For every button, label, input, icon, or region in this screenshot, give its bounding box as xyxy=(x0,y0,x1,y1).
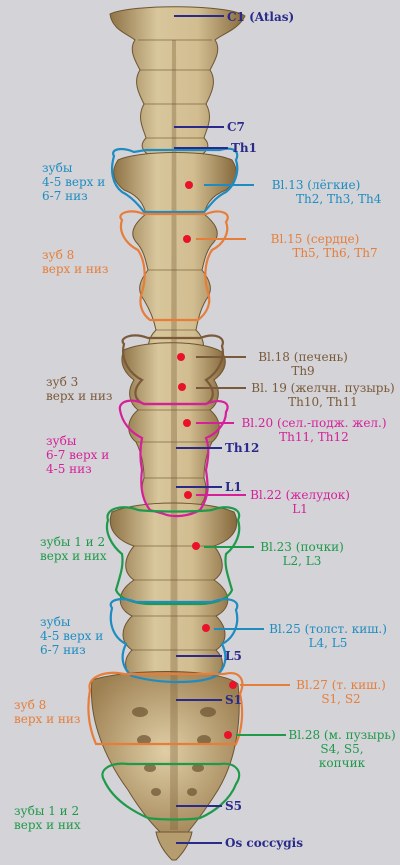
teeth-group-7-line-1: зуб 8 xyxy=(14,698,47,712)
point-bl15-vertebrae: Th5, Th6, Th7 xyxy=(292,246,378,260)
point-bl15-name: Bl.15 (сердце) xyxy=(270,232,360,246)
label-s1: S1 xyxy=(225,693,243,707)
point-bl20-vertebrae: Th11, Th12 xyxy=(279,430,349,444)
dot-bl25 xyxy=(202,624,210,632)
teeth-group-4-line-1: зубы xyxy=(46,434,77,448)
point-bl13: Bl.13 (лёгкие) Th2, Th3, Th4 xyxy=(256,178,382,206)
label-c1: C1 (Atlas) xyxy=(227,10,295,24)
orange-region-sacrum xyxy=(87,671,244,746)
point-bl13-vertebrae: Th2, Th3, Th4 xyxy=(296,192,382,206)
point-bl27-name: Bl.27 (т. киш.) xyxy=(296,678,386,692)
teeth-group-4-line-3: 4-5 низ xyxy=(46,462,92,476)
point-bl22: Bl.22 (желудок) L1 xyxy=(248,488,352,516)
teeth-group-6: зубы 4-5 верх и 6-7 низ xyxy=(40,615,103,657)
teeth-group-3-line-2: верх и низ xyxy=(46,389,113,403)
teeth-group-1-line-1: зубы xyxy=(42,161,73,175)
point-bl28: Bl.28 (м. пузырь) S4, S5, копчик xyxy=(288,728,396,770)
point-bl19-vertebrae: Th10, Th11 xyxy=(288,395,358,409)
teeth-group-2-line-2: верх и низ xyxy=(42,262,109,276)
teeth-group-4: зубы 6-7 верх и 4-5 низ xyxy=(46,434,109,476)
teeth-group-3-line-1: зуб 3 xyxy=(46,375,79,389)
dot-bl23 xyxy=(192,542,200,550)
teeth-group-8-line-2: верх и них xyxy=(14,818,81,832)
teeth-group-1-line-3: 6-7 низ xyxy=(42,189,88,203)
point-bl18-name: Bl.18 (печень) xyxy=(258,350,348,364)
point-bl23-name: Bl.23 (почки) xyxy=(260,540,344,554)
label-l1: L1 xyxy=(225,480,242,494)
acupoint-dots xyxy=(177,181,237,739)
point-bl25: Bl.25 (толст. киш.) L4, L5 xyxy=(266,622,390,650)
teeth-group-8-line-1: зубы 1 и 2 xyxy=(14,804,80,818)
teeth-group-5-line-2: верх и них xyxy=(40,549,107,563)
label-l5: L5 xyxy=(225,649,242,663)
dot-bl22 xyxy=(184,491,192,499)
dot-bl18 xyxy=(177,353,185,361)
point-bl25-vertebrae: L4, L5 xyxy=(308,636,348,650)
point-bl23: Bl.23 (почки) L2, L3 xyxy=(256,540,348,568)
point-bl18-vertebrae: Th9 xyxy=(291,364,315,378)
label-c7: C7 xyxy=(227,120,245,134)
teeth-group-1-line-2: 4-5 верх и xyxy=(42,175,106,189)
point-bl18: Bl.18 (печень) Th9 xyxy=(248,350,358,378)
dot-bl15 xyxy=(183,235,191,243)
leader-lines xyxy=(174,15,290,844)
label-coccyx: Os coccygis xyxy=(225,836,303,850)
teeth-group-2: зуб 8 верх и низ xyxy=(42,248,108,276)
dot-bl13 xyxy=(185,181,193,189)
point-bl20-name: Bl.20 (сел.-подж. жел.) xyxy=(241,416,387,430)
teeth-group-6-line-1: зубы xyxy=(40,615,71,629)
teeth-group-7-line-2: верх и низ xyxy=(14,712,81,726)
vertebral-column xyxy=(90,6,246,861)
teal-region-lower xyxy=(109,598,239,684)
point-bl28-name: Bl.28 (м. пузырь) xyxy=(288,728,396,742)
point-bl27-vertebrae: S1, S2 xyxy=(321,692,361,706)
teeth-group-8: зубы 1 и 2 верх и них xyxy=(14,804,81,832)
point-bl22-vertebrae: L1 xyxy=(292,502,308,516)
point-bl15: Bl.15 (сердце) Th5, Th6, Th7 xyxy=(250,232,380,260)
teeth-group-3: зуб 3 верх и низ xyxy=(46,375,112,403)
teeth-group-2-line-1: зуб 8 xyxy=(42,248,75,262)
point-bl19: Bl. 19 (желчн. пузырь) Th10, Th11 xyxy=(248,381,398,409)
dot-bl28 xyxy=(224,731,232,739)
teeth-group-6-line-2: 4-5 верх и xyxy=(40,629,104,643)
point-bl20: Bl.20 (сел.-подж. жел.) Th11, Th12 xyxy=(236,416,392,444)
point-bl25-name: Bl.25 (толст. киш.) xyxy=(269,622,387,636)
magenta-region xyxy=(118,399,229,518)
point-bl23-vertebrae: L2, L3 xyxy=(282,554,322,568)
point-bl28-vertebrae: S4, S5, xyxy=(320,742,364,756)
label-s5: S5 xyxy=(225,799,243,813)
green-region-sacrum xyxy=(101,762,241,821)
point-bl22-name: Bl.22 (желудок) xyxy=(250,488,350,502)
point-bl13-name: Bl.13 (лёгкие) xyxy=(271,178,361,192)
teal-region-upper xyxy=(111,147,239,214)
teeth-group-5-line-1: зубы 1 и 2 xyxy=(40,535,106,549)
point-bl19-name: Bl. 19 (желчн. пузырь) xyxy=(251,381,395,395)
dot-bl20 xyxy=(183,419,191,427)
region-outlines xyxy=(87,147,244,821)
dot-bl27 xyxy=(229,681,237,689)
green-region-lumbar xyxy=(105,506,241,606)
teeth-group-5: зубы 1 и 2 верх и них xyxy=(40,535,107,563)
teeth-group-1: зубы 4-5 верх и 6-7 низ xyxy=(42,161,105,203)
label-th12: Th12 xyxy=(225,441,260,455)
point-bl27: Bl.27 (т. киш.) S1, S2 xyxy=(292,678,390,706)
orange-region-upper xyxy=(119,210,229,322)
teeth-group-4-line-2: 6-7 верх и xyxy=(46,448,110,462)
teeth-group-6-line-3: 6-7 низ xyxy=(40,643,86,657)
label-th1: Th1 xyxy=(231,141,258,155)
dot-bl19 xyxy=(178,383,186,391)
point-bl28-extra: копчик xyxy=(318,756,366,770)
brown-region xyxy=(121,334,224,406)
teeth-group-7: зуб 8 верх и низ xyxy=(14,698,80,726)
